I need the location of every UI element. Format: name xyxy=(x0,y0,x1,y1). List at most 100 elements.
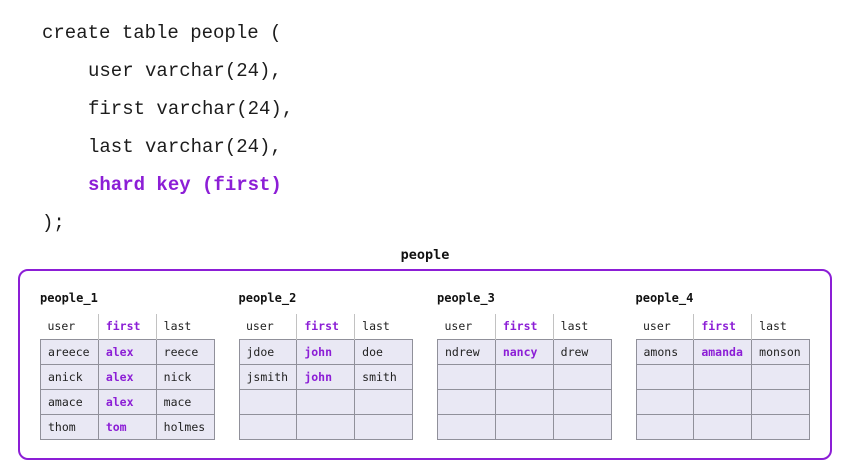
cell-shard-key-value: alex xyxy=(97,388,157,415)
cell-value xyxy=(437,363,496,390)
cell-value xyxy=(552,388,612,415)
column-header: user xyxy=(40,314,99,339)
cell-shard-key-value: tom xyxy=(97,413,157,440)
cell-value xyxy=(437,388,496,415)
page: create table people ( user varchar(24), fi… xyxy=(0,14,850,460)
column-header: last xyxy=(354,314,413,339)
column-header: last xyxy=(155,314,214,339)
cell-value xyxy=(751,413,810,440)
cell-value: amace xyxy=(40,388,99,415)
code-line-shard-key: shard key (first) xyxy=(88,174,282,196)
cell-value xyxy=(751,388,810,415)
sql-code-block: create table people ( user varchar(24), fi… xyxy=(42,14,850,242)
diagram-title: people xyxy=(400,247,450,263)
cell-value: thom xyxy=(40,413,99,440)
table-row xyxy=(635,413,810,440)
cell-shard-key-value xyxy=(494,413,554,440)
cell-value: smith xyxy=(354,363,413,390)
column-header-shard-key: first xyxy=(97,314,157,339)
cell-shard-key-value xyxy=(494,363,554,390)
column-header: user xyxy=(239,314,297,339)
column-header: user xyxy=(636,314,694,339)
cell-value xyxy=(635,413,695,440)
cell-value xyxy=(437,413,496,440)
column-header-shard-key: first xyxy=(296,314,355,339)
cell-value: nick xyxy=(155,363,215,390)
cell-value: jsmith xyxy=(238,363,298,390)
cell-value xyxy=(552,363,612,390)
column-header: last xyxy=(751,314,810,339)
table-row xyxy=(437,413,612,440)
cell-shard-key-value xyxy=(494,388,554,415)
column-header-shard-key: first xyxy=(494,314,554,339)
cell-value: drew xyxy=(552,338,612,365)
cell-shard-key-value xyxy=(296,388,356,415)
shard-name-label: people_2 xyxy=(238,291,297,305)
cell-value xyxy=(635,363,695,390)
cell-value: monson xyxy=(751,338,810,365)
cell-shard-key-value: john xyxy=(296,363,356,390)
cell-shard-key-value: alex xyxy=(97,363,157,390)
cell-value: jdoe xyxy=(238,338,298,365)
column-header: last xyxy=(552,314,611,339)
shard-name-label: people_3 xyxy=(437,291,495,305)
table-row xyxy=(238,413,413,440)
table-row xyxy=(437,388,612,415)
shard-name-label: people_1 xyxy=(40,291,98,305)
cell-value xyxy=(354,388,413,415)
shard-name-label: people_4 xyxy=(635,291,694,305)
code-line: user varchar(24), xyxy=(88,60,282,82)
cell-value: anick xyxy=(40,363,99,390)
cell-shard-key-value xyxy=(693,363,753,390)
cell-value: mace xyxy=(155,388,215,415)
cell-shard-key-value: alex xyxy=(97,338,157,365)
table-row xyxy=(238,388,413,415)
cell-shard-key-value: amanda xyxy=(693,338,753,365)
cell-value xyxy=(751,363,810,390)
cell-shard-key-value xyxy=(693,413,753,440)
cell-shard-key-value xyxy=(693,388,753,415)
code-line: first varchar(24), xyxy=(88,98,294,120)
cell-value xyxy=(238,388,298,415)
cell-value xyxy=(354,413,413,440)
cell-value xyxy=(238,413,298,440)
cell-value xyxy=(635,388,695,415)
table-row xyxy=(437,363,612,390)
cell-value xyxy=(552,413,612,440)
cell-shard-key-value xyxy=(296,413,356,440)
code-line: create table people ( xyxy=(42,22,282,44)
table-row xyxy=(635,363,810,390)
column-header-shard-key: first xyxy=(693,314,752,339)
code-line: last varchar(24), xyxy=(88,136,282,158)
code-line: ); xyxy=(42,212,65,234)
cell-value: areece xyxy=(40,338,99,365)
cell-value: ndrew xyxy=(437,338,496,365)
cell-value: holmes xyxy=(155,413,215,440)
table-row xyxy=(635,388,810,415)
cell-shard-key-value: john xyxy=(296,338,356,365)
cell-shard-key-value: nancy xyxy=(494,338,554,365)
column-header: user xyxy=(437,314,496,339)
